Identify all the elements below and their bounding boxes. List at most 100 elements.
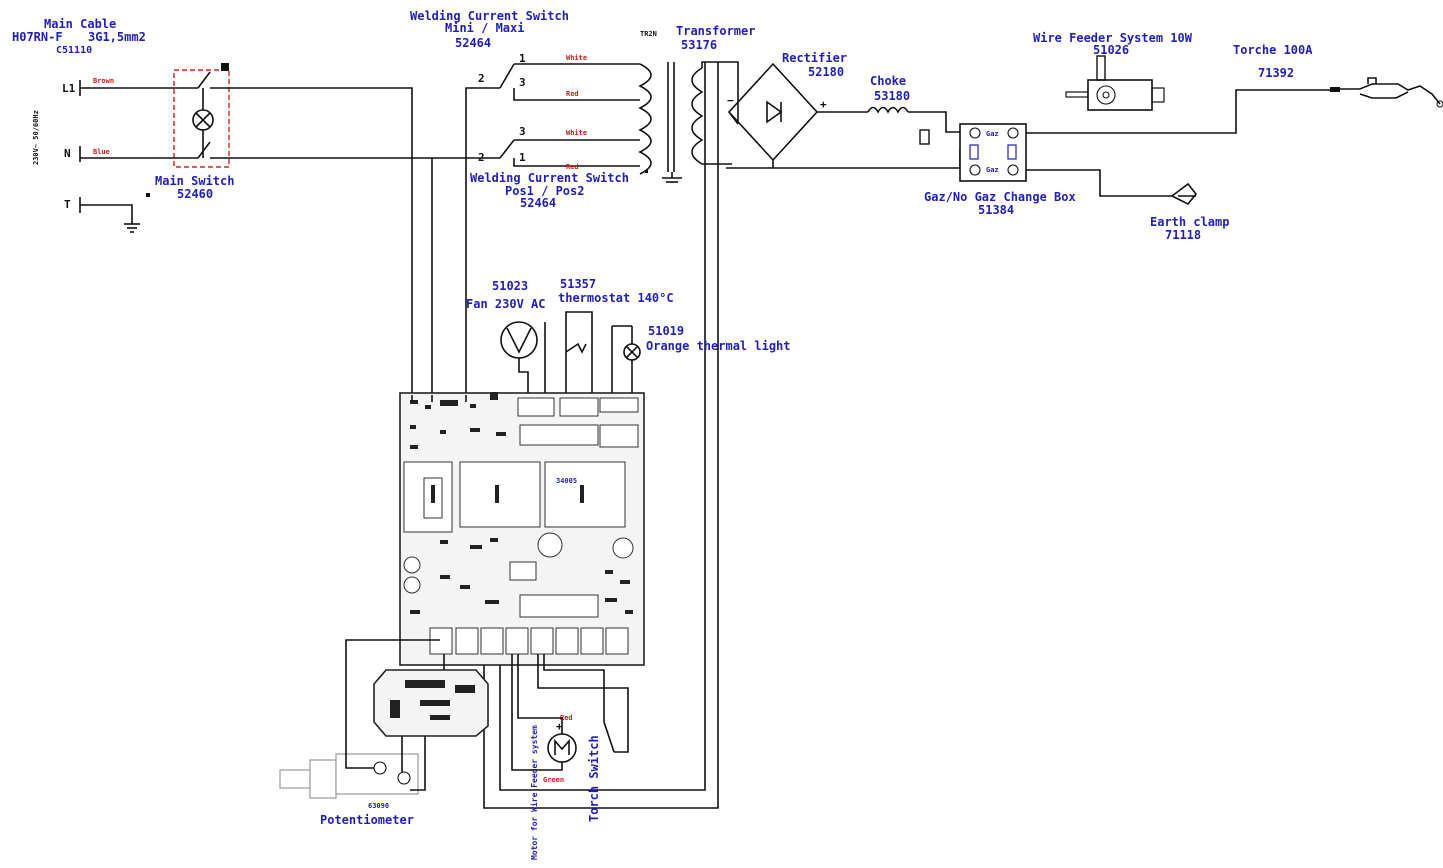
wire-feeder-inlet: [1065, 91, 1089, 98]
torch-ref: 71392: [1258, 66, 1294, 80]
torch-switch-wire-1: [537, 654, 629, 753]
welding-torch-icon: [1330, 77, 1443, 108]
wcs-bot-pin-3: 3: [519, 125, 526, 138]
main-switch-contact-1: [197, 71, 211, 89]
wire-feeder-roller-icon: [1096, 85, 1116, 105]
gaz-label-2: Gaz: [986, 166, 999, 174]
transformer-primary-coil: [638, 63, 652, 175]
transformer-label: Transformer: [676, 24, 755, 38]
pot-board-part-2: [390, 700, 400, 718]
choke-coil-icon: [867, 106, 909, 114]
rectifier-bridge: [727, 62, 819, 162]
pcb-connector-thermostat: [559, 397, 599, 417]
pcb-connector-fan: [517, 397, 555, 417]
pot-ref: 63090: [368, 802, 389, 810]
main-switch-label: Main Switch: [155, 174, 234, 188]
torch-group: Torche 100A 71392: [1233, 43, 1443, 108]
torch-switch-group: Torch Switch: [537, 654, 629, 822]
transformer-return-wire: [499, 62, 706, 791]
wcs-bot-blade: [499, 139, 515, 159]
wcs-top-pin-2: 2: [478, 72, 485, 85]
pot-board-part-1: [405, 680, 445, 688]
main-switch-box: [173, 69, 230, 168]
pcb-relay-strip: [519, 424, 599, 446]
torch-switch-contact-icon: [603, 721, 615, 753]
wire-feeder-roller-hub: [1102, 91, 1110, 99]
wcs-top-blade: [499, 63, 515, 89]
main-cable-label: Main Cable: [44, 17, 116, 31]
gaz-box-group: Gaz Gaz Gaz/No Gaz Change Box 51384: [924, 89, 1330, 217]
pot-label: Potentiometer: [320, 813, 414, 827]
earth-marker: [146, 193, 150, 197]
wcs-top-red-label: Red: [566, 90, 579, 98]
gaz-jumper-2: [1007, 144, 1017, 160]
wcs-bot-ref: 52464: [520, 196, 556, 210]
transformer-secondary-coil: [691, 67, 704, 165]
thermal-light-icon: [623, 343, 641, 361]
rect-left-in: [728, 111, 739, 125]
gaz-box-ref: 51384: [978, 203, 1014, 217]
wcs-bot-white-label: White: [566, 129, 587, 137]
rectifier-group: Rectifier 52180 − +: [726, 51, 966, 169]
earth-clamp-icon: [1170, 182, 1198, 206]
wire-feeder-spool-post: [1096, 55, 1106, 81]
wcs-top-title: Welding Current Switch: [410, 9, 569, 23]
choke-group: Choke 53180: [867, 74, 966, 145]
thermostat-ref: 51357: [560, 277, 596, 291]
l1-terminal-label: L1: [62, 82, 76, 95]
earth-wire: [80, 204, 133, 224]
torch-label: Torche 100A: [1233, 43, 1313, 57]
rectifier-minus: −: [727, 94, 734, 107]
diode-icon: [766, 100, 783, 124]
fan-icon: [500, 321, 538, 359]
pot-shaft: [279, 769, 311, 789]
pot-board-part-4: [455, 685, 475, 693]
l1-wire-out: [210, 87, 413, 395]
choke-tag: [919, 129, 930, 145]
fan-group: 51023 Fan 230V AC: [466, 279, 546, 402]
pot-board-part-5: [430, 715, 450, 720]
pcb-relay-block: [544, 461, 626, 528]
wcs-bot-red-label: Red: [566, 163, 579, 171]
thermal-light-group: 51019 Orange thermal light: [611, 324, 791, 402]
wcs-bot-title: Welding Current Switch: [470, 171, 629, 185]
pcb-connector-motor: [505, 627, 529, 655]
motor-wire-1: [517, 654, 563, 734]
pcb-connector-pot: [429, 627, 453, 655]
potentiometer-group: 63090 Potentiometer: [279, 639, 445, 827]
motor-red-label: Red: [560, 714, 573, 722]
pcb-mark-3: [431, 485, 435, 503]
pcb-connector-7: [580, 627, 604, 655]
torch-switch-wire-2: [543, 654, 605, 722]
rectifier-negative-wire: [726, 149, 966, 169]
transformer-ground-icon: [662, 172, 682, 183]
motor-label: Motor for Wire Feeder system: [529, 725, 539, 860]
pcb-cap-4: [403, 576, 421, 594]
rectifier-plus: +: [820, 98, 827, 111]
earth-clamp-label: Earth clamp: [1150, 215, 1229, 229]
t-terminal-label: T: [64, 198, 71, 211]
wire-feeder-group: Wire Feeder System 10W 51026: [1033, 31, 1193, 111]
pcb-chip-label: 34005: [556, 477, 577, 485]
n-terminal-label: N: [64, 147, 71, 160]
pcb-cap-2: [612, 537, 634, 559]
pot-wire-3: [410, 736, 426, 791]
main-switch-lamp-icon: [192, 109, 214, 131]
pcb-electrolytic-cap: [537, 532, 563, 558]
gaz-box-label: Gaz/No Gaz Change Box: [924, 190, 1076, 204]
main-cable-group: Main Cable H07RN-F 3G1,5mm2 C51110 230V~…: [12, 17, 150, 233]
earth-clamp-ref: 71118: [1165, 228, 1201, 242]
ground-symbol-icon: [124, 223, 140, 233]
gaz-box-terminal-4: [1007, 164, 1019, 176]
wire-feeder-box: [1087, 79, 1153, 111]
fan-wire: [518, 358, 529, 402]
welding-current-switch-bottom: 3 2 1 White Red Welding Current Switch P…: [431, 125, 640, 395]
main-switch-ref: 52460: [177, 187, 213, 201]
wire-feeder-ref: 51026: [1093, 43, 1129, 57]
fan-ref: 51023: [492, 279, 528, 293]
motor-icon: [547, 733, 577, 763]
pot-body-1: [309, 759, 337, 799]
pcb-mark-2: [580, 485, 584, 503]
blue-wire-label: Blue: [93, 148, 110, 156]
